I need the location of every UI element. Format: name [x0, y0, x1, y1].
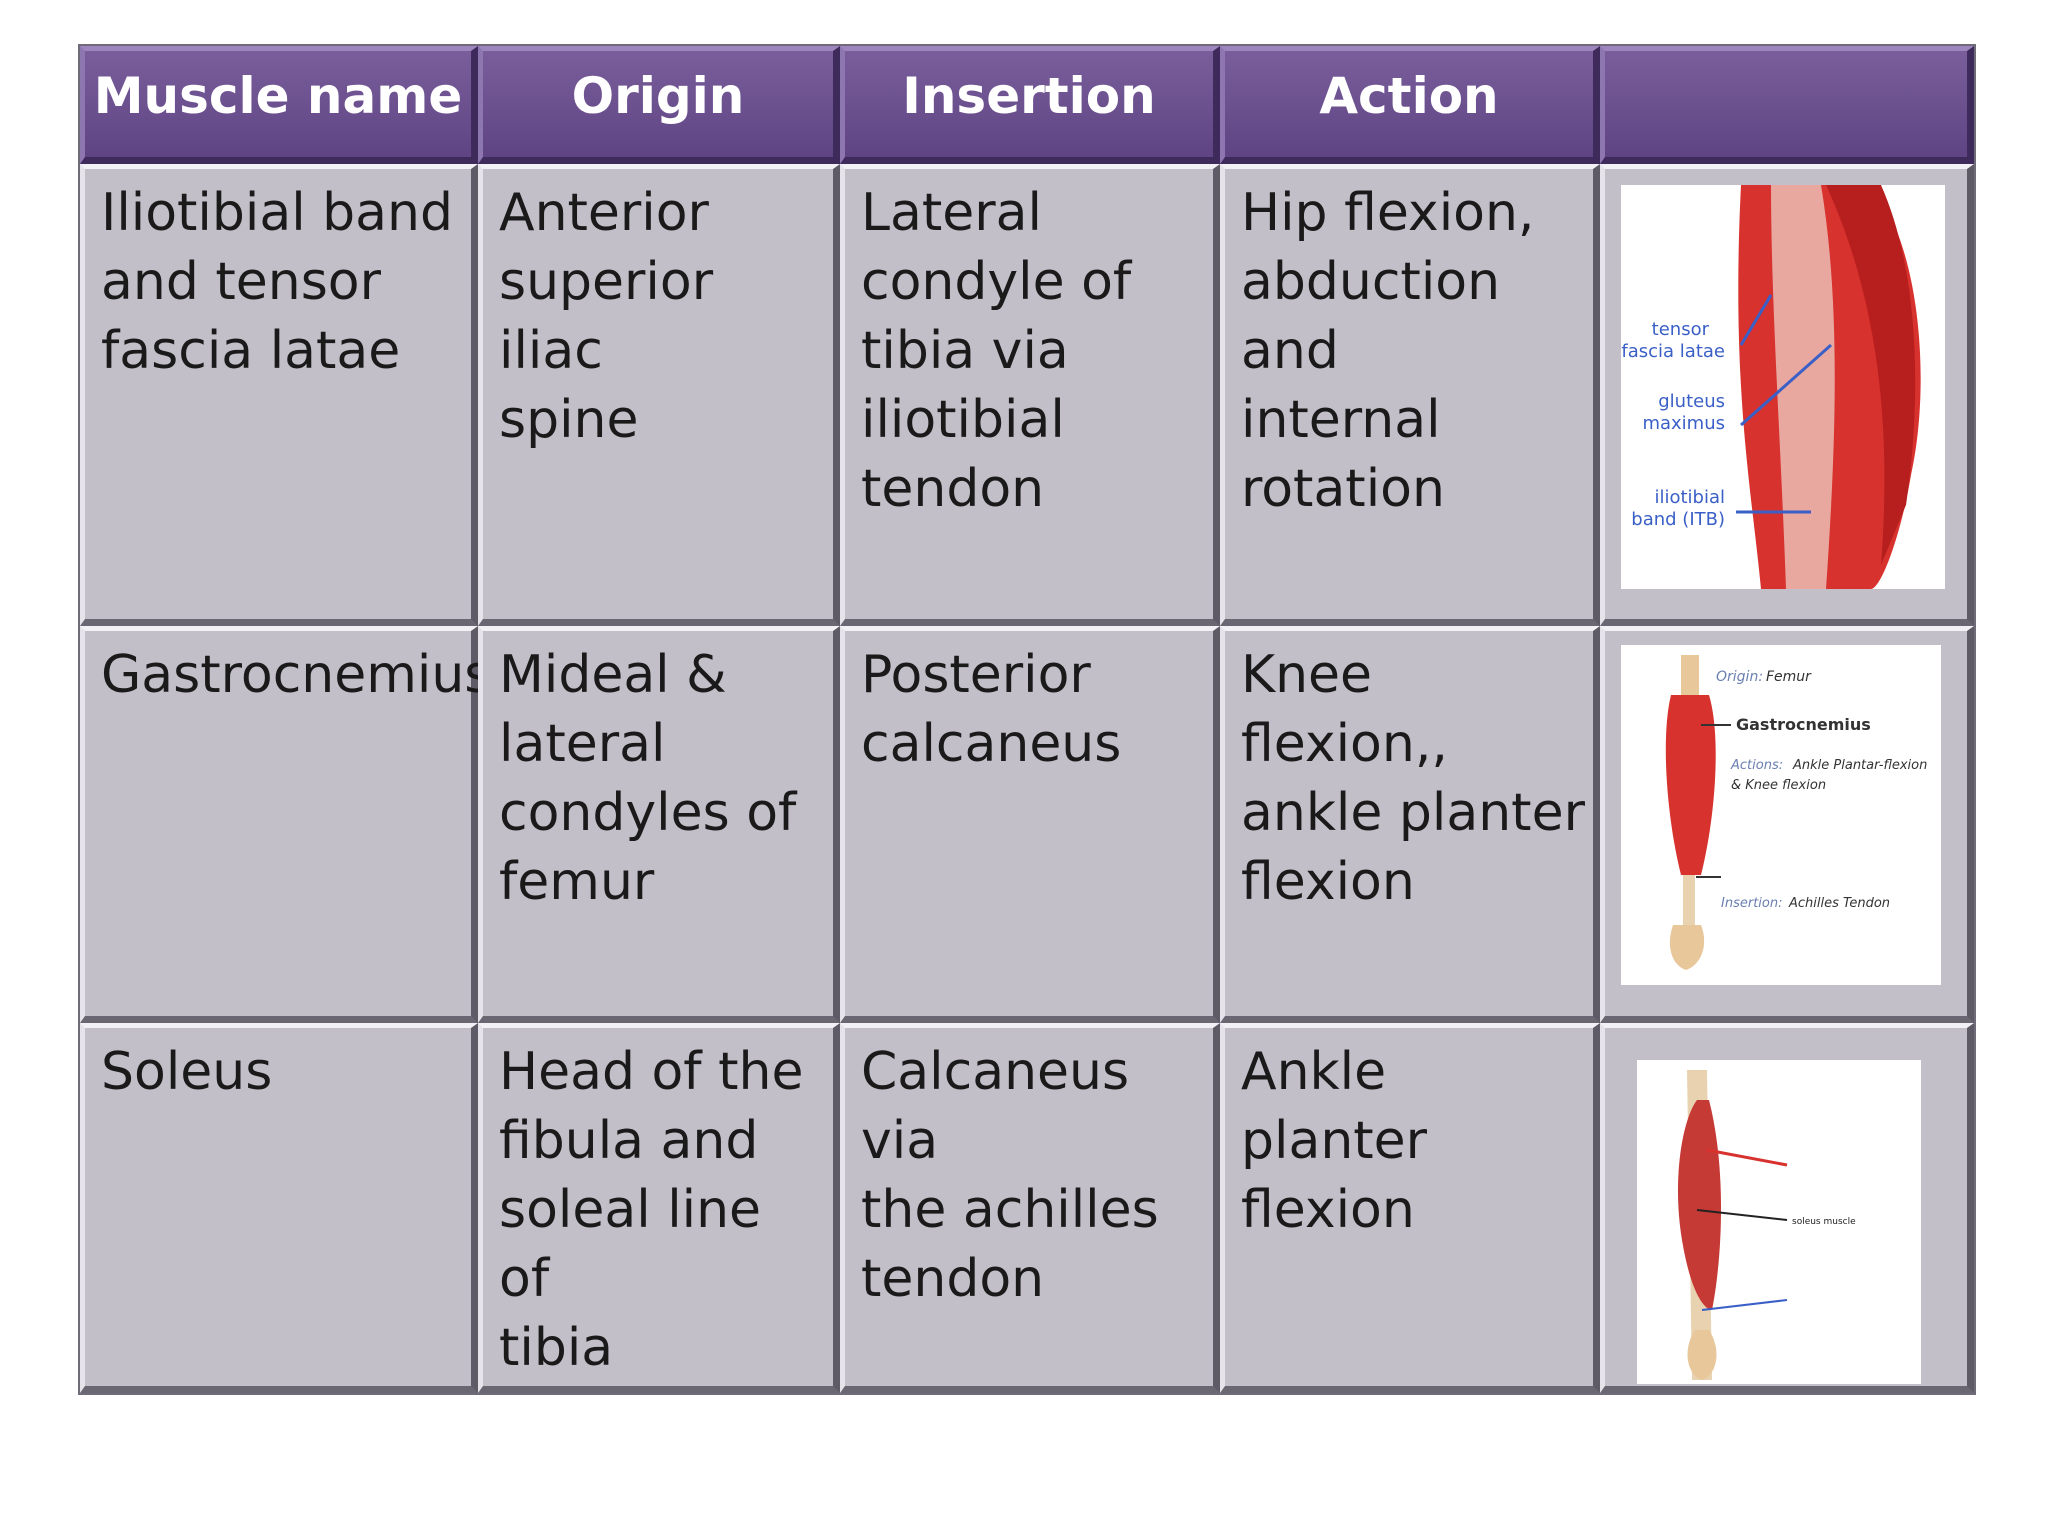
action-text: Hip flexion, abduction and internal rota…	[1241, 183, 1535, 519]
action-text: Knee flexion,, ankle planter flexion	[1241, 645, 1585, 912]
image-label: Insertion:	[1721, 896, 1782, 911]
table-row-3-muscle: Soleus	[80, 1023, 478, 1393]
image-label: maximus	[1642, 413, 1725, 434]
insertion-text: Calcaneus via the achilles tendon	[861, 1042, 1159, 1309]
image-label: Gastrocnemius	[1736, 715, 1871, 734]
table-row-2-image-cell: Origin: Femur Gastrocnemius Actions: Ank…	[1600, 626, 1974, 1023]
image-label: Femur	[1766, 669, 1812, 685]
header-action: Action	[1220, 46, 1600, 164]
insertion-text: Lateral condyle of tibia via iliotibial …	[861, 183, 1132, 519]
header-label: Action	[1319, 67, 1499, 125]
image-label: & Knee flexion	[1731, 778, 1826, 793]
table-row-1-muscle: Iliotibial band and tensor fascia latae	[80, 164, 478, 626]
table-row-1-image-cell: tensor fascia latae gluteus maximus ilio…	[1600, 164, 1974, 626]
image-label: band (ITB)	[1631, 509, 1725, 530]
muscle-name: Soleus	[101, 1042, 273, 1102]
table-row-2-muscle: Gastrocnemius	[80, 626, 492, 1023]
image-label: Achilles Tendon	[1788, 896, 1890, 911]
table-row-3-origin: Head of the fibula and soleal line of ti…	[478, 1023, 840, 1393]
origin-text: Mideal & lateral condyles of femur	[499, 645, 797, 912]
muscle-name: Gastrocnemius	[101, 645, 492, 705]
image-label: iliotibial	[1654, 487, 1725, 508]
image-label: Actions:	[1730, 758, 1783, 773]
header-label: Insertion	[902, 67, 1156, 125]
insertion-text: Posterior calcaneus	[861, 645, 1122, 774]
table-row-3-image-cell: soleus muscle	[1600, 1023, 1974, 1393]
image-label: Ankle Plantar-flexion	[1792, 758, 1927, 773]
origin-text: Anterior superior iliac spine	[499, 183, 714, 450]
table-row-3-insertion: Calcaneus via the achilles tendon	[840, 1023, 1220, 1393]
table-row-2-origin: Mideal & lateral condyles of femur	[478, 626, 840, 1023]
table-row-2-action: Knee flexion,, ankle planter flexion	[1220, 626, 1600, 1023]
header-label: Origin	[571, 67, 745, 125]
image-label: tensor	[1652, 319, 1710, 340]
header-label: Muscle name	[93, 67, 463, 125]
gastrocnemius-illustration: Origin: Femur Gastrocnemius Actions: Ank…	[1621, 645, 1941, 985]
table-row-2-insertion: Posterior calcaneus	[840, 626, 1220, 1023]
image-label: soleus muscle	[1792, 1217, 1856, 1227]
table-row-1-action: Hip flexion, abduction and internal rota…	[1220, 164, 1600, 626]
tensor-fascia-latae-illustration: tensor fascia latae gluteus maximus ilio…	[1621, 185, 1945, 589]
image-label: fascia latae	[1621, 341, 1725, 362]
soleus-illustration: soleus muscle	[1637, 1060, 1921, 1384]
muscle-name: Iliotibial band and tensor fascia latae	[101, 183, 454, 381]
header-origin: Origin	[478, 46, 840, 164]
header-muscle-name: Muscle name	[80, 46, 478, 164]
origin-text: Head of the fibula and soleal line of ti…	[499, 1042, 804, 1378]
image-label: gluteus	[1658, 391, 1725, 412]
table-row-3-action: Ankle planter flexion	[1220, 1023, 1600, 1393]
table-row-1-origin: Anterior superior iliac spine	[478, 164, 840, 626]
image-label: Origin:	[1716, 669, 1763, 685]
muscle-table: Muscle name Origin Insertion Action Ilio…	[80, 46, 1974, 1393]
table-row-1-insertion: Lateral condyle of tibia via iliotibial …	[840, 164, 1220, 626]
action-text: Ankle planter flexion	[1241, 1042, 1428, 1240]
header-image	[1600, 46, 1974, 164]
header-insertion: Insertion	[840, 46, 1220, 164]
